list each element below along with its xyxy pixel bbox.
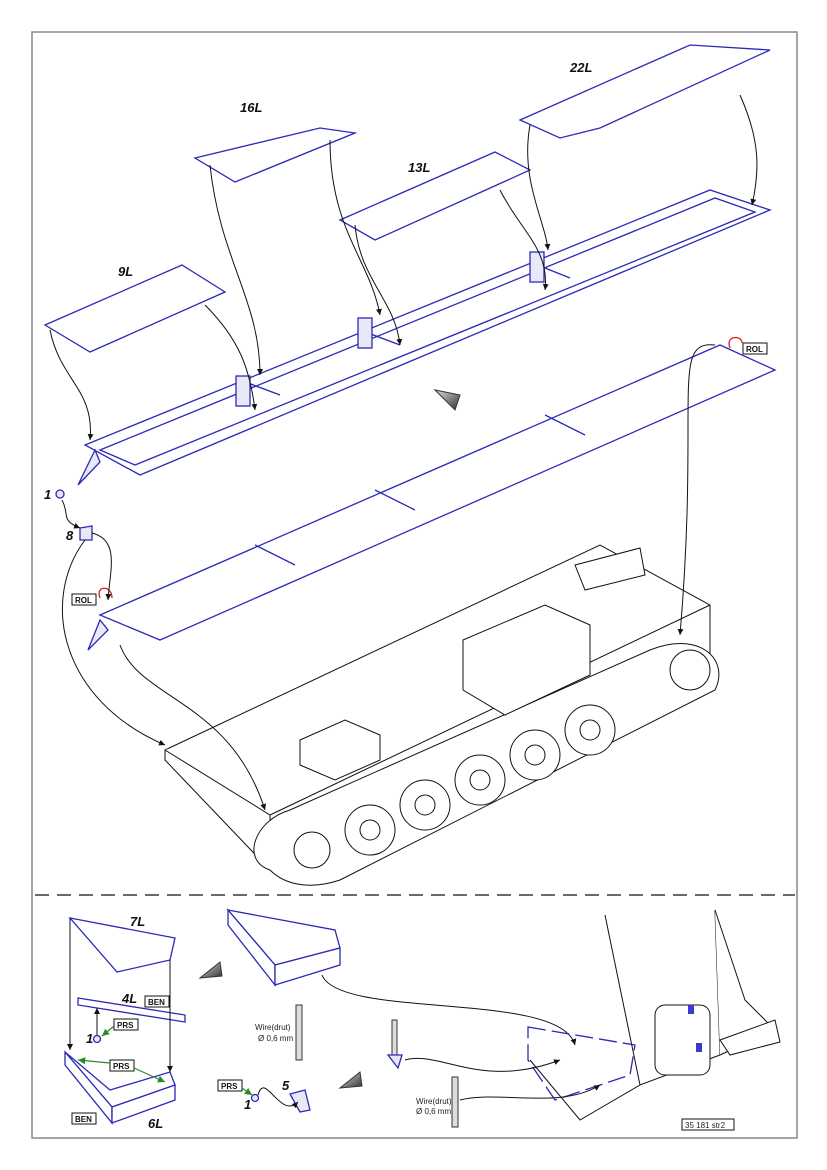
svg-text:6L: 6L xyxy=(148,1116,163,1131)
part-1-nut xyxy=(55,489,65,499)
label-1: 1 xyxy=(44,487,51,502)
rotate-arrow-icon xyxy=(728,336,743,349)
svg-text:1: 1 xyxy=(86,1031,93,1046)
svg-text:35 181 str2: 35 181 str2 xyxy=(685,1121,726,1130)
step-arrow-icon xyxy=(338,1071,363,1089)
step-arrow-icon xyxy=(198,961,223,979)
svg-text:1: 1 xyxy=(244,1097,251,1112)
page-code: 35 181 str2 xyxy=(681,1118,735,1131)
part-8-bracket xyxy=(79,525,93,541)
wire-note: Wire(drut) xyxy=(255,1023,291,1032)
step-arrow-icon xyxy=(433,389,461,411)
part-5 xyxy=(289,1089,311,1113)
page-frame xyxy=(31,31,798,1139)
tank-hull xyxy=(164,544,720,886)
svg-text:PRS: PRS xyxy=(117,1021,134,1030)
label-16L: 16L xyxy=(240,100,262,115)
label-22L: 22L xyxy=(569,60,592,75)
part-6L: 6L xyxy=(64,1050,176,1131)
wire-note: Ø 0,6 mm xyxy=(258,1034,293,1043)
label-13L: 13L xyxy=(408,160,430,175)
prs-tag-2: PRS xyxy=(109,1059,135,1072)
part-7L: 7L xyxy=(68,914,176,973)
panel-22L: 22L xyxy=(518,44,771,139)
ben-tag-top: BEN xyxy=(144,995,170,1008)
part-4L: 4L xyxy=(77,991,186,1023)
svg-text:BEN: BEN xyxy=(75,1115,92,1124)
rol-tag-right: ROL xyxy=(742,342,768,355)
svg-text:5: 5 xyxy=(282,1078,290,1093)
svg-text:BEN: BEN xyxy=(148,998,165,1007)
hull-rear-detail xyxy=(527,909,781,1121)
frame-rail xyxy=(77,189,772,486)
prs-tag-3: PRS xyxy=(217,1079,243,1092)
wire-note: Wire(drut) xyxy=(416,1097,452,1106)
svg-text:ROL: ROL xyxy=(75,596,92,605)
wire-note: Ø 0,6 mm xyxy=(416,1107,451,1116)
road-wheels xyxy=(293,649,711,869)
prs-tag-1: PRS xyxy=(113,1018,139,1031)
ben-tag-bottom: BEN xyxy=(71,1112,97,1125)
svg-text:PRS: PRS xyxy=(113,1062,130,1071)
wire-rod xyxy=(295,1004,303,1061)
panel-16L: 16L xyxy=(193,100,358,183)
panel-9L: 9L xyxy=(43,264,227,353)
svg-text:PRS: PRS xyxy=(221,1082,238,1091)
rol-tag-left: ROL xyxy=(71,593,97,606)
assembled-rail xyxy=(87,344,777,651)
label-9L: 9L xyxy=(118,264,133,279)
assembled-box xyxy=(226,908,341,987)
part-1-nut xyxy=(92,1034,102,1044)
rotate-arrow-icon xyxy=(98,587,113,599)
svg-text:4L: 4L xyxy=(121,991,137,1006)
svg-text:ROL: ROL xyxy=(746,345,763,354)
svg-text:7L: 7L xyxy=(130,914,145,929)
panel-13L: 13L xyxy=(338,151,532,241)
label-8: 8 xyxy=(66,528,74,543)
